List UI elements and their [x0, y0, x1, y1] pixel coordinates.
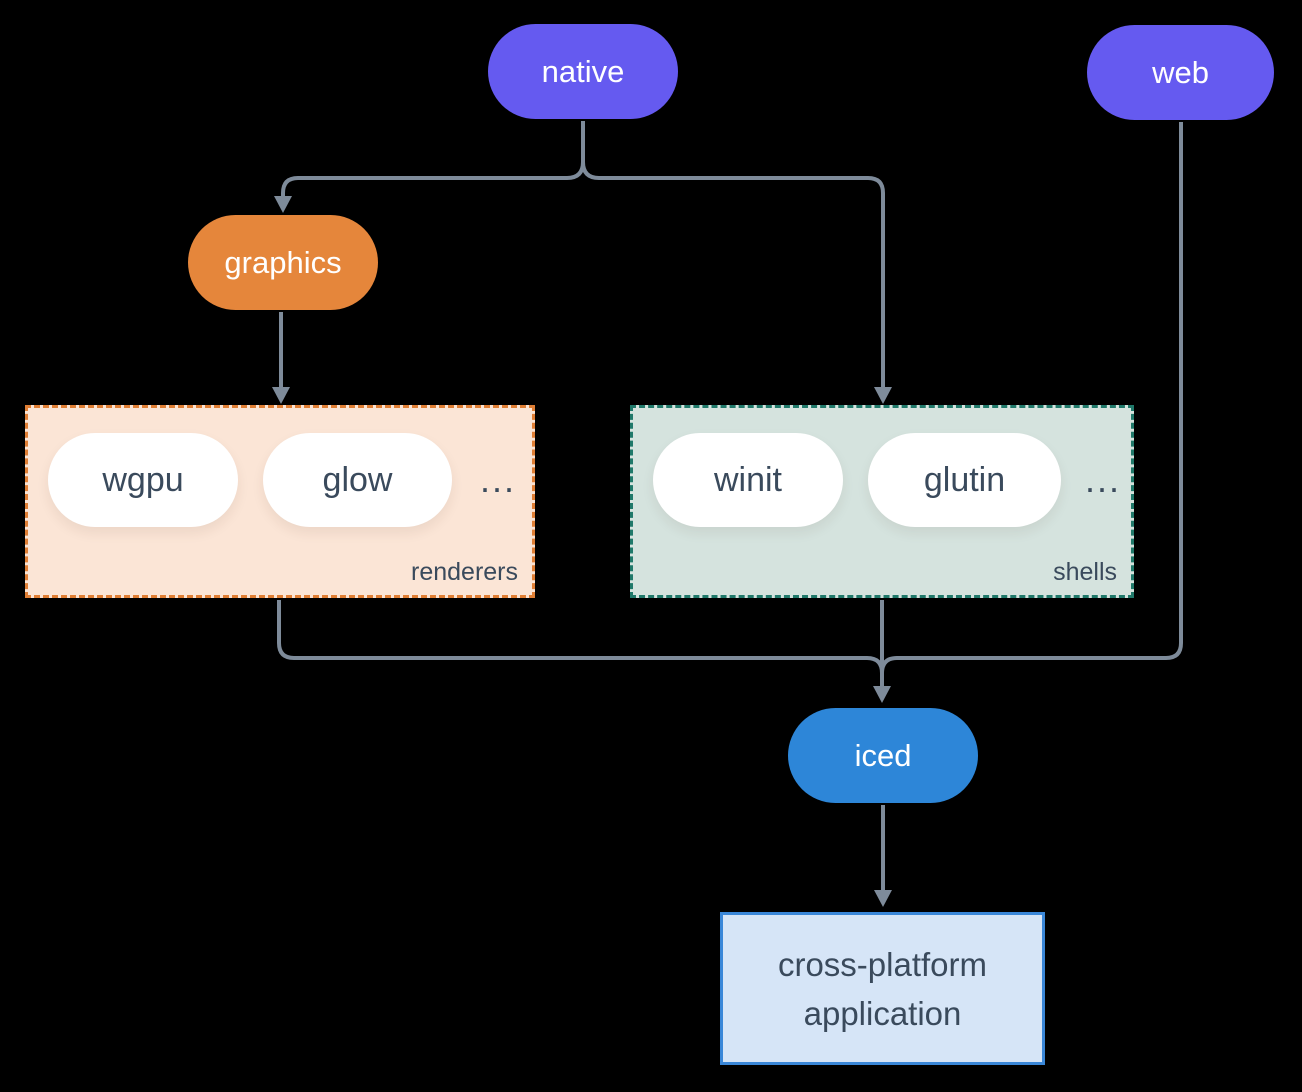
node-native: native: [488, 24, 678, 119]
application-label-line1: cross-platform: [777, 945, 988, 983]
node-graphics: graphics: [188, 215, 378, 310]
edge-renderers-to-iced: [277, 600, 884, 686]
node-cross-platform-application: cross-platform application: [720, 912, 1045, 1065]
node-wgpu: wgpu: [48, 433, 238, 527]
arrowhead-iced: [873, 686, 891, 703]
edge-web-to-iced: [880, 122, 1183, 686]
shells-label: shells: [1053, 558, 1117, 586]
node-iced: iced: [788, 708, 978, 803]
renderers-group: wgpu glow ... renderers: [25, 405, 535, 598]
arrowhead-shells: [874, 387, 892, 404]
shells-ellipsis: ...: [1084, 459, 1121, 500]
edge-native-to-shells: [581, 121, 885, 389]
renderers-label: renderers: [411, 558, 518, 586]
renderers-ellipsis: ...: [479, 459, 516, 500]
arrowhead-application: [874, 890, 892, 907]
arrowhead-renderers: [272, 387, 290, 404]
application-label-line2: application: [803, 994, 962, 1032]
node-web: web: [1087, 25, 1274, 120]
node-glow: glow: [263, 433, 452, 527]
edge-native-to-graphics: [281, 121, 585, 197]
shells-group: winit glutin ... shells: [630, 405, 1134, 598]
arrowhead-graphics: [274, 196, 292, 213]
node-glutin: glutin: [868, 433, 1061, 527]
node-winit: winit: [653, 433, 843, 527]
